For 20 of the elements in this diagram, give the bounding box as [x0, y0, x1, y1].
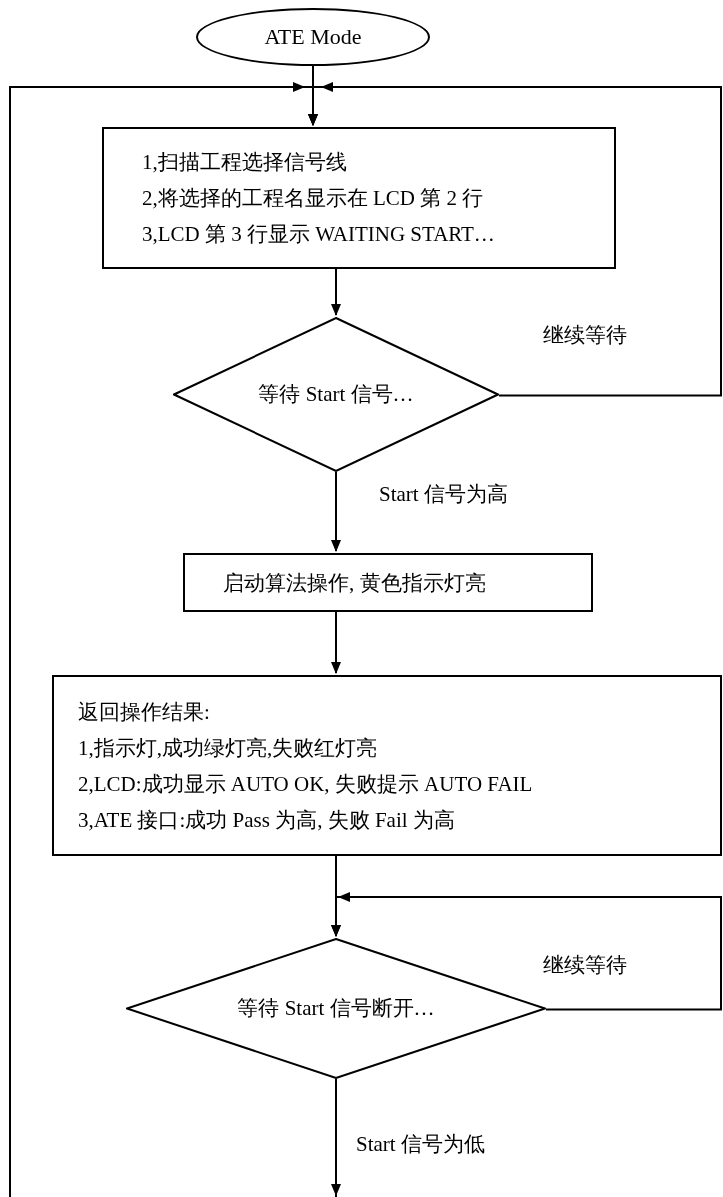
- node-text: 1,扫描工程选择信号线: [142, 149, 348, 176]
- node-text: 3,LCD 第 3 行显示 WAITING START…: [142, 221, 496, 248]
- process-box: [183, 553, 593, 612]
- node-text: 2,LCD:成功显示 AUTO OK, 失败提示 AUTO FAIL: [78, 770, 534, 798]
- node-text: ATE Mode: [264, 23, 362, 51]
- process-box: [52, 675, 722, 856]
- arrow: [9, 82, 341, 1197]
- node-text: 等待 Start 信号断开…: [237, 995, 435, 1023]
- node-text: 返回操作结果:: [78, 698, 211, 726]
- process-box: [102, 127, 616, 269]
- arrow: [331, 611, 341, 674]
- node-text: 2,将选择的工程名显示在 LCD 第 2 行: [142, 185, 485, 212]
- arrow: [331, 268, 341, 316]
- node-text: 启动算法操作, 黄色指示灯亮: [223, 569, 487, 597]
- node-text: 等待 Start 信号…: [258, 381, 414, 409]
- decision-diamond: [173, 317, 499, 472]
- arrow: [331, 471, 341, 552]
- arrow: [331, 892, 722, 1011]
- node-text: 3,ATE 接口:成功 Pass 为高, 失败 Fail 为高: [78, 806, 456, 834]
- node-text: 1,指示灯,成功绿灯亮,失败红灯亮: [78, 734, 379, 762]
